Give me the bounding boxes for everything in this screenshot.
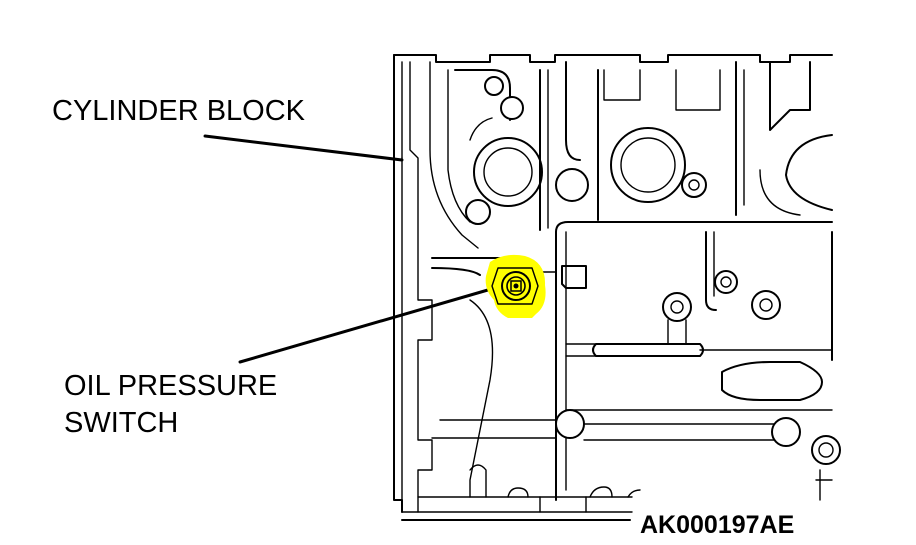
oil-pressure-switch <box>485 254 546 318</box>
bolt-hole-icon <box>555 409 585 439</box>
bolt-hole-icon <box>555 168 589 202</box>
plug-icon <box>561 265 587 289</box>
figure-code: AK000197AE <box>640 511 794 539</box>
oil-pressure-switch-label-line2: SWITCH <box>64 407 178 439</box>
bolt-hole-icon <box>681 172 707 198</box>
oil-gallery-plates <box>431 221 833 501</box>
bolt-hole-icon <box>662 292 692 322</box>
bolt-hole-icon <box>771 417 801 447</box>
bolt-hole-icon <box>751 290 781 320</box>
lower-block-section <box>431 299 841 513</box>
cylinder-block-label: CYLINDER BLOCK <box>52 95 306 127</box>
cylinder-block-leader-line <box>203 134 404 162</box>
bolt-hole-icon <box>484 76 504 96</box>
oil-pressure-switch-label-line1: OIL PRESSURE <box>64 370 277 402</box>
bolt-hole-icon <box>811 435 841 465</box>
bolt-hole-icon <box>714 270 738 294</box>
cylinder-bore-icon <box>473 137 543 207</box>
gallery-rod-icon <box>592 343 704 357</box>
bolt-hole-icon <box>465 199 491 225</box>
cylinder-block-outline <box>393 54 833 521</box>
bolt-hole-icon <box>500 96 524 120</box>
oil-passage-icon <box>721 361 823 401</box>
upper-passages <box>429 61 833 249</box>
cylinder-bore-icon <box>610 127 686 203</box>
oil-pressure-switch-leader-line <box>238 283 507 364</box>
